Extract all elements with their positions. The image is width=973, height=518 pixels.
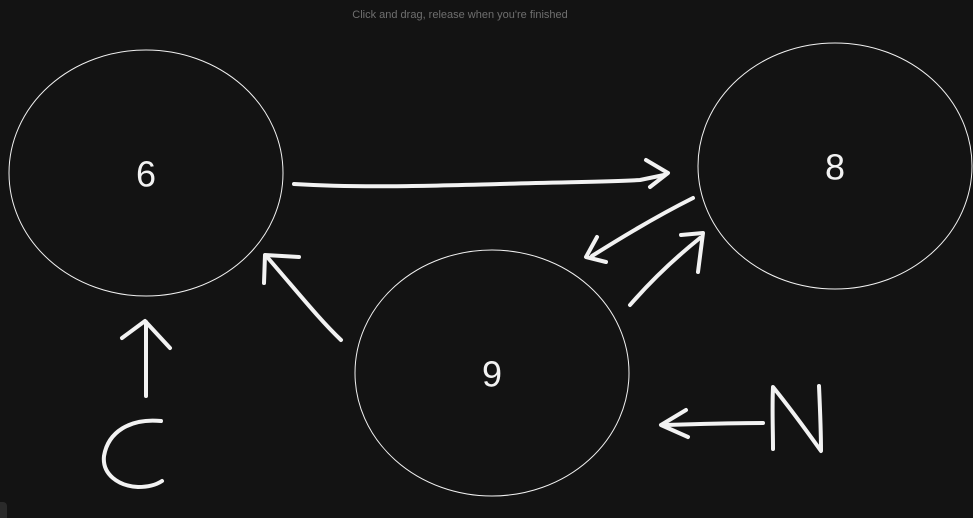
node-8-circle xyxy=(697,42,973,290)
node-8-label: 8 xyxy=(825,147,845,188)
corner-tab[interactable] xyxy=(0,502,7,518)
node-9-label: 9 xyxy=(482,354,502,395)
node-8[interactable]: 8 xyxy=(697,42,973,290)
node-6-label: 6 xyxy=(136,154,156,195)
node-6-circle xyxy=(8,49,284,297)
node-6[interactable]: 6 xyxy=(8,49,284,297)
arrow-6-to-8 xyxy=(292,158,670,189)
arrow-n-to-9 xyxy=(659,408,765,439)
sketch-letter-n xyxy=(770,384,823,453)
node-9[interactable]: 9 xyxy=(354,249,630,497)
arrow-9-to-6 xyxy=(262,253,343,342)
arrow-9-to-8 xyxy=(628,231,705,307)
instruction-hint: Click and drag, release when you're fini… xyxy=(352,9,568,21)
arrow-c-to-6 xyxy=(120,319,172,398)
sketch-letter-c xyxy=(101,418,164,489)
arrow-8-to-9 xyxy=(584,196,695,264)
node-9-circle xyxy=(354,249,630,497)
